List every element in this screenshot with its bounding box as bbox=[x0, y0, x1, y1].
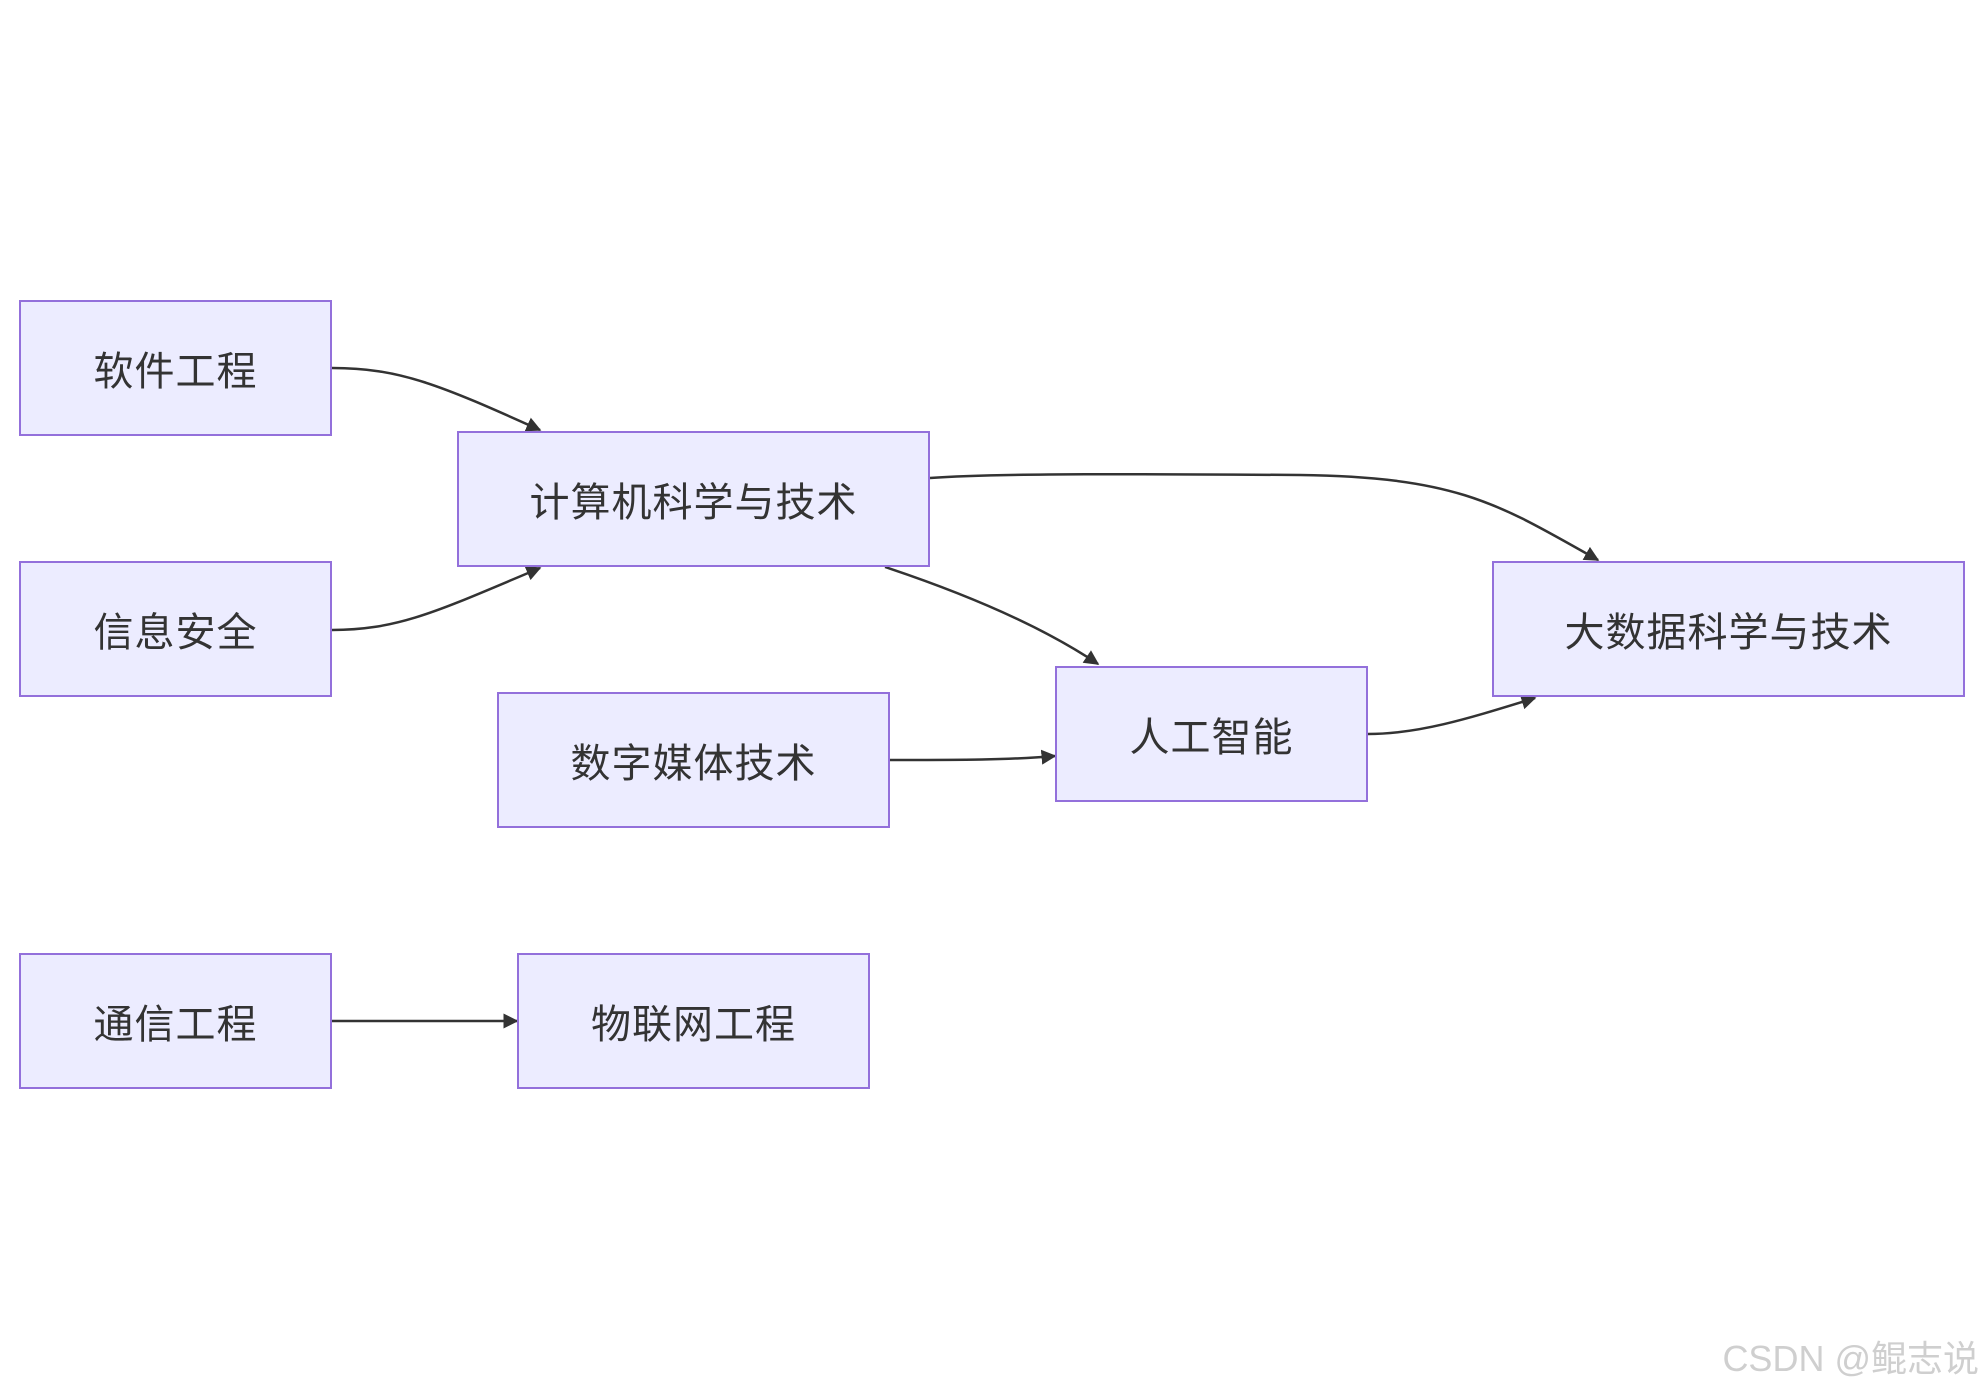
edge-computer-science-to-big-data bbox=[929, 472, 1600, 562]
node-label: 通信工程 bbox=[93, 1002, 258, 1048]
node-label: 软件工程 bbox=[93, 349, 258, 395]
node-software-engineering: 软件工程 bbox=[19, 300, 332, 436]
node-computer-science: 计算机科学与技术 bbox=[457, 431, 930, 567]
node-iot-engineering: 物联网工程 bbox=[517, 953, 870, 1089]
node-digital-media: 数字媒体技术 bbox=[497, 692, 890, 828]
node-communication-engineering: 通信工程 bbox=[19, 953, 332, 1089]
node-information-security: 信息安全 bbox=[19, 561, 332, 697]
node-label: 计算机科学与技术 bbox=[529, 480, 858, 526]
node-label: 人工智能 bbox=[1129, 715, 1294, 761]
edge-artificial-intelligence-to-big-data bbox=[1367, 694, 1537, 736]
edge-digital-media-to-artificial-intelligence bbox=[889, 749, 1057, 765]
node-big-data: 大数据科学与技术 bbox=[1492, 561, 1965, 697]
watermark: CSDN @鲲志说 bbox=[1722, 1338, 1979, 1379]
edge-computer-science-to-artificial-intelligence bbox=[884, 565, 1100, 666]
node-label: 数字媒体技术 bbox=[570, 741, 817, 787]
node-artificial-intelligence: 人工智能 bbox=[1055, 666, 1368, 802]
edge-information-security-to-computer-science bbox=[331, 566, 542, 632]
node-label: 物联网工程 bbox=[591, 1002, 796, 1048]
node-label: 信息安全 bbox=[93, 610, 258, 656]
node-label: 大数据科学与技术 bbox=[1564, 610, 1893, 656]
edge-software-engineering-to-computer-science bbox=[331, 366, 542, 432]
